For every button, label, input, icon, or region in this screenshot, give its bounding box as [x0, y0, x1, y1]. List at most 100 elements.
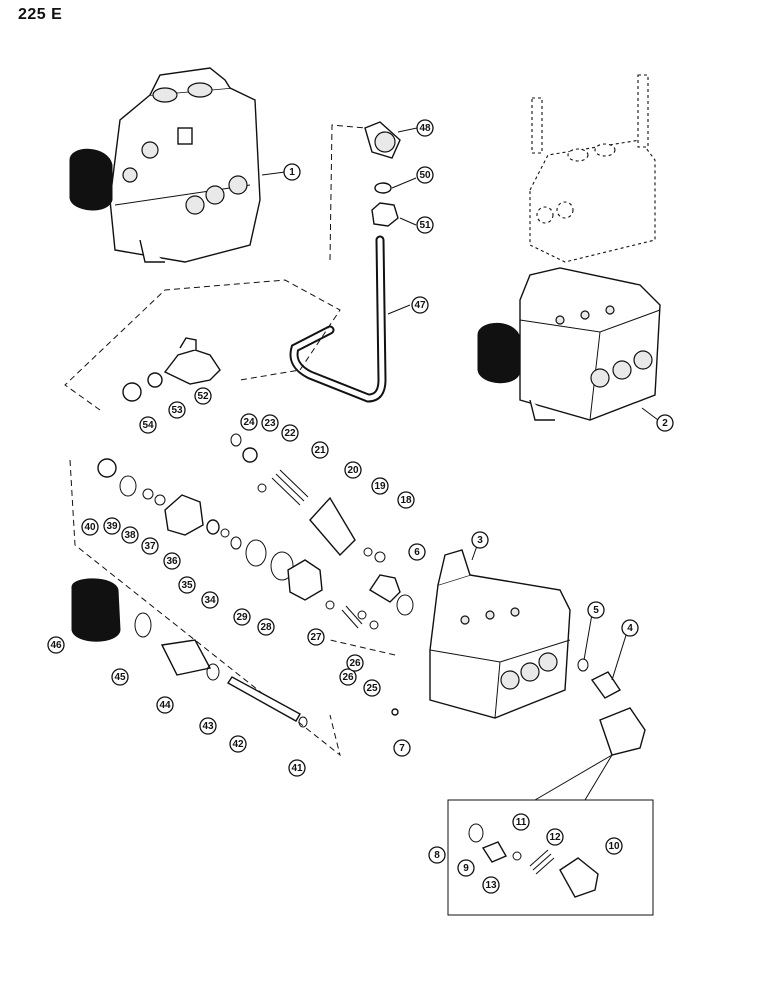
- callout-label: 1: [289, 167, 295, 178]
- callout-45: 45: [111, 668, 129, 686]
- callout-label: 51: [419, 220, 431, 231]
- callout-label: 13: [485, 880, 497, 891]
- callout-51: 51: [416, 216, 434, 234]
- callout-26: 26: [339, 668, 357, 686]
- callout-5: 5: [587, 601, 605, 619]
- callout-25: 25: [363, 679, 381, 697]
- callout-4: 4: [621, 619, 639, 637]
- callout-44: 44: [156, 696, 174, 714]
- callout-29: 29: [233, 608, 251, 626]
- callout-8: 8: [428, 846, 446, 864]
- callout-1: 1: [283, 163, 301, 181]
- callout-label: 9: [463, 863, 469, 874]
- callout-34: 34: [201, 591, 219, 609]
- callout-35: 35: [178, 576, 196, 594]
- callout-43: 43: [199, 717, 217, 735]
- callout-10: 10: [605, 837, 623, 855]
- callout-21: 21: [311, 441, 329, 459]
- callout-42: 42: [229, 735, 247, 753]
- callout-label: 22: [284, 428, 296, 439]
- valve-housing-3: [391, 549, 646, 756]
- callout-label: 48: [419, 123, 431, 134]
- callout-label: 34: [204, 595, 216, 606]
- callout-label: 19: [374, 481, 386, 492]
- valve-assembly-2: [477, 74, 661, 421]
- valve-assembly-1: [69, 67, 261, 263]
- callout-label: 45: [114, 672, 126, 683]
- callout-label: 46: [50, 640, 62, 651]
- hose-and-fittings: [289, 121, 401, 403]
- callout-label: 28: [260, 622, 272, 633]
- callout-24: 24: [240, 413, 258, 431]
- callout-label: 36: [166, 556, 178, 567]
- callout-label: 50: [419, 170, 431, 181]
- callout-label: 47: [414, 300, 426, 311]
- callout-label: 24: [243, 417, 255, 428]
- callout-label: 7: [399, 743, 405, 754]
- callout-3: 3: [471, 531, 489, 549]
- tee-fitting-group: [64, 279, 341, 411]
- callout-50: 50: [416, 166, 434, 184]
- callout-27: 27: [307, 628, 325, 646]
- callout-23: 23: [261, 414, 279, 432]
- callout-label: 20: [347, 465, 359, 476]
- callout-label: 4: [627, 623, 633, 634]
- callout-label: 27: [310, 632, 322, 643]
- callout-label: 44: [159, 700, 171, 711]
- callout-41: 41: [288, 759, 306, 777]
- callout-label: 21: [314, 445, 326, 456]
- callout-label: 23: [264, 418, 276, 429]
- callout-46: 46: [47, 636, 65, 654]
- callout-label: 26: [349, 658, 361, 669]
- callout-26: 26: [346, 654, 364, 672]
- callout-label: 41: [291, 763, 303, 774]
- callout-label: 43: [202, 721, 214, 732]
- callout-7: 7: [393, 739, 411, 757]
- callout-48: 48: [416, 119, 434, 137]
- callout-6: 6: [408, 543, 426, 561]
- callout-12: 12: [546, 828, 564, 846]
- callout-36: 36: [163, 552, 181, 570]
- callout-label: 18: [400, 495, 412, 506]
- callout-label: 54: [142, 420, 154, 431]
- callout-label: 40: [84, 522, 96, 533]
- callout-22: 22: [281, 424, 299, 442]
- callout-label: 6: [414, 547, 420, 558]
- callout-47: 47: [411, 296, 429, 314]
- callout-label: 38: [124, 530, 136, 541]
- callout-20: 20: [344, 461, 362, 479]
- callout-label: 39: [106, 521, 118, 532]
- callout-38: 38: [121, 526, 139, 544]
- callout-9: 9: [457, 859, 475, 877]
- callout-53: 53: [168, 401, 186, 419]
- callout-37: 37: [141, 537, 159, 555]
- spool-exploded-group: [69, 433, 414, 757]
- callout-40: 40: [81, 518, 99, 536]
- callout-label: 3: [477, 535, 483, 546]
- inset-detail-8: [447, 754, 654, 916]
- callout-label: 10: [608, 841, 620, 852]
- callout-label: 35: [181, 580, 193, 591]
- callout-label: 29: [236, 612, 248, 623]
- callout-label: 8: [434, 850, 440, 861]
- callout-label: 53: [171, 405, 183, 416]
- callout-label: 52: [197, 391, 209, 402]
- page-label: 225 E: [18, 6, 63, 23]
- callout-54: 54: [139, 416, 157, 434]
- callout-label: 25: [366, 683, 378, 694]
- callout-18: 18: [397, 491, 415, 509]
- callout-52: 52: [194, 387, 212, 405]
- callout-39: 39: [103, 517, 121, 535]
- callout-label: 37: [144, 541, 156, 552]
- callout-2: 2: [656, 414, 674, 432]
- callout-label: 42: [232, 739, 244, 750]
- callout-11: 11: [512, 813, 530, 831]
- callout-label: 11: [516, 817, 527, 828]
- callout-19: 19: [371, 477, 389, 495]
- callout-label: 2: [662, 418, 668, 429]
- callout-label: 26: [342, 672, 354, 683]
- callout-28: 28: [257, 618, 275, 636]
- callout-label: 5: [593, 605, 599, 616]
- callout-label: 12: [549, 832, 561, 843]
